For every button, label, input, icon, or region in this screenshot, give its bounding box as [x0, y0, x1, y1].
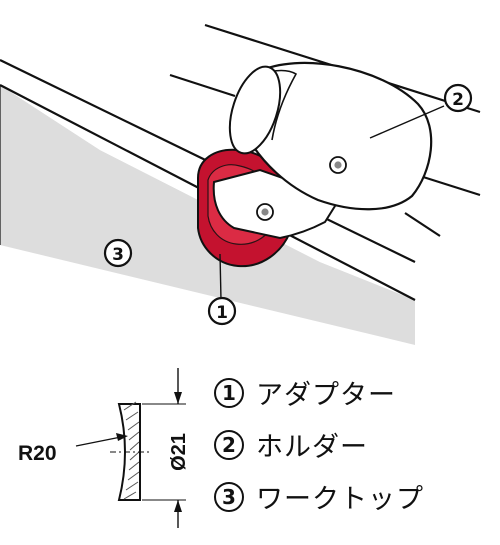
legend-number-3: 3 — [214, 481, 244, 512]
legend-item-holder: 2 ホルダー — [214, 425, 368, 464]
leader-line-2 — [369, 105, 445, 139]
callout-2-number: 2 — [452, 90, 464, 110]
diameter-label: Ø21 — [168, 433, 190, 471]
legend-label-holder: ホルダー — [256, 432, 368, 463]
legend-label-adapter: アダプター — [256, 380, 396, 411]
callout-3: 3 — [103, 238, 133, 268]
holder-body — [228, 61, 433, 211]
callout-1-number: 1 — [216, 303, 228, 323]
legend-item-adapter: 1 アダプター — [214, 373, 396, 412]
legend-item-worktop: 3 ワークトップ — [214, 477, 424, 516]
callout-3-number: 3 — [112, 245, 124, 265]
callout-2: 2 — [443, 83, 473, 113]
legend-number-2: 2 — [214, 429, 244, 460]
callout-1: 1 — [207, 296, 237, 326]
legend-label-worktop: ワークトップ — [256, 484, 424, 515]
legend-number-1: 1 — [214, 377, 244, 408]
radius-label: R20 — [18, 442, 57, 465]
adapter-cross-section — [75, 368, 186, 528]
leader-line-1 — [219, 253, 222, 301]
